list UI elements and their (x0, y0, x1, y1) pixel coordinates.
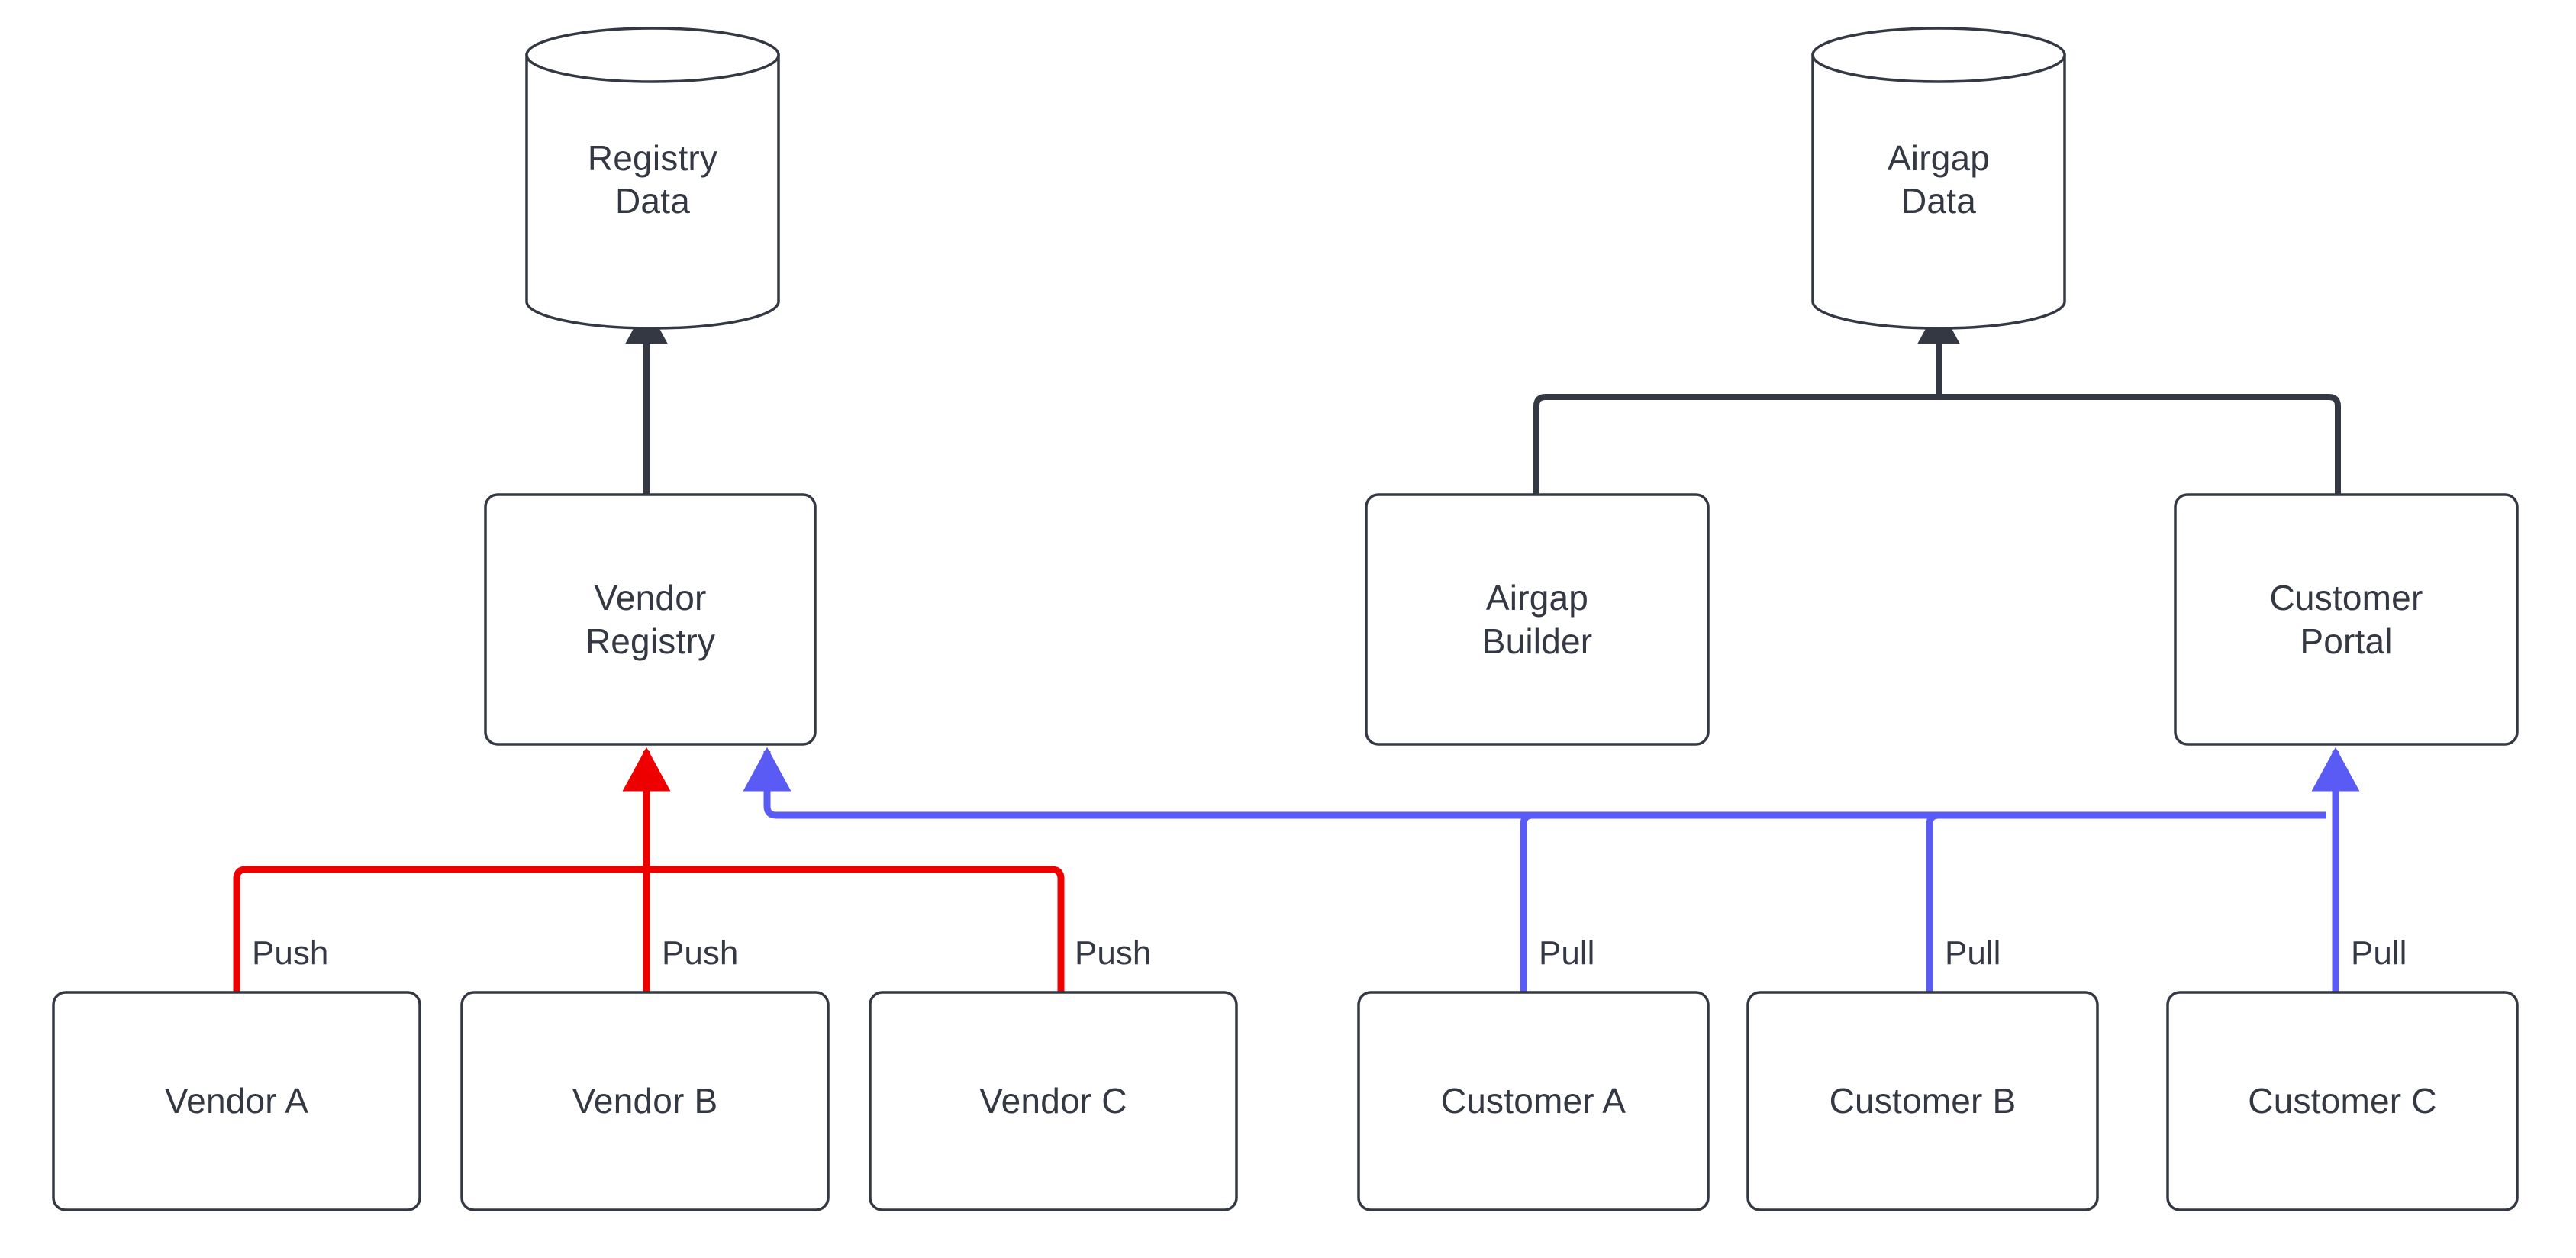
edge-vendor-c-push (1051, 866, 1065, 992)
node-customer-b[interactable] (1746, 991, 2099, 1211)
edge-label-vendor-c-push: Push (1075, 934, 1152, 972)
edge-label-customer-c-pull: Pull (2351, 934, 2407, 972)
node-customer-c[interactable] (2166, 991, 2519, 1211)
edge-customer-b-pull (1926, 811, 1939, 992)
edge-customer-a-pull (1520, 811, 1533, 992)
edge-vendor-a-push (233, 866, 247, 992)
edge-customer-portal-to-airgap-data (1939, 394, 2341, 495)
node-customer-a[interactable] (1357, 991, 1710, 1211)
edge-airgap-builder-to-airgap-data (1533, 394, 1939, 495)
node-vendor-c[interactable] (869, 991, 1238, 1211)
service-customer-portal[interactable] (2174, 493, 2519, 746)
edge-label-vendor-a-push: Push (252, 934, 329, 972)
edge-pull-to-vendor-registry (743, 747, 791, 819)
node-vendor-b[interactable] (460, 991, 830, 1211)
node-vendor-a[interactable] (52, 991, 421, 1211)
edge-label-vendor-b-push: Push (662, 934, 739, 972)
service-airgap-builder[interactable] (1365, 493, 1710, 746)
edge-label-customer-a-pull: Pull (1539, 934, 1595, 972)
datastore-airgap-data[interactable] (1811, 27, 2066, 330)
datastore-registry-data[interactable] (525, 27, 780, 330)
service-vendor-registry[interactable] (484, 493, 817, 746)
edge-label-customer-b-pull: Pull (1945, 934, 2001, 972)
